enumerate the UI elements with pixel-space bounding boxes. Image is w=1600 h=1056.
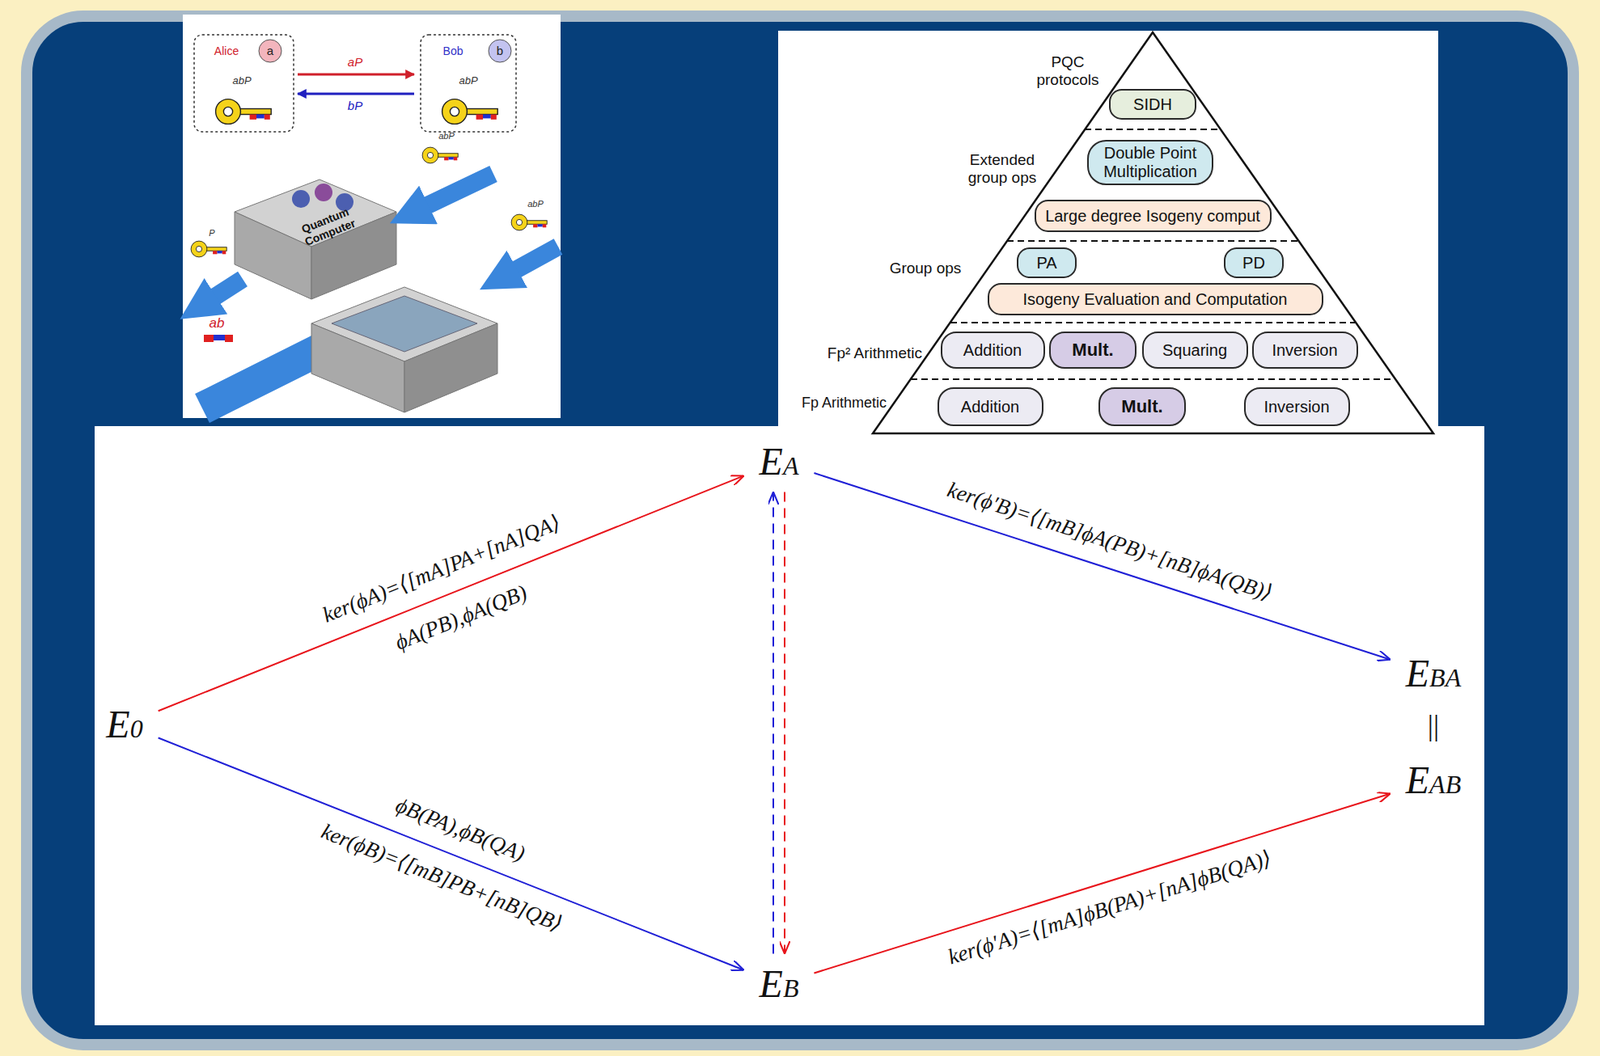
node-text: EB [759, 963, 800, 1007]
operation-box: PA [1016, 247, 1077, 279]
message-label: bP [347, 98, 363, 113]
operation-box: Isogeny Evaluation and Computation [987, 283, 1324, 316]
isogeny-arrow [813, 473, 1390, 661]
key-label: abP [458, 75, 478, 88]
layer-divider [950, 321, 1355, 324]
isogeny-arrow [158, 475, 745, 712]
operation-box: Double Point Multiplication [1087, 139, 1214, 186]
secret-circle [488, 39, 512, 63]
exchange-arrow [297, 93, 415, 96]
node-text: Addition [960, 397, 1020, 417]
layer-divider [910, 378, 1395, 381]
key-icon [511, 214, 547, 231]
node-text: Isogeny Evaluation and Computation [1023, 290, 1288, 309]
party-name: Alice [214, 44, 239, 58]
arithmetic-box: Addition [937, 387, 1044, 427]
secret-symbol: b [496, 43, 504, 58]
pyramid [872, 32, 1434, 434]
flow-arrow [509, 246, 559, 274]
layer-label: Fp² Arithmetic [827, 344, 923, 363]
pyramid-ground [778, 30, 1439, 434]
exchange-arrow [297, 73, 415, 77]
arithmetic-box: Inversion [1244, 387, 1351, 427]
qubit [314, 183, 333, 202]
key-teeth [203, 334, 214, 343]
layer-divider [1084, 128, 1221, 131]
node-text: SIDH [1133, 95, 1173, 115]
secret-circle [258, 39, 282, 63]
key-teeth [224, 334, 233, 343]
curve-node: E0 [95, 699, 153, 751]
equality-mark: || [1427, 709, 1440, 743]
device-label: Quantum Computer [292, 202, 363, 251]
node-text: Mult. [1071, 339, 1114, 360]
node-text: Inversion [1271, 341, 1338, 360]
key-icon [215, 99, 272, 125]
curve-node: EB [749, 959, 810, 1011]
computer-side [404, 323, 498, 413]
secret-symbol: a [266, 43, 274, 58]
node-text: EBA [1405, 652, 1461, 696]
key-teeth [213, 334, 225, 341]
layer-divider [1007, 240, 1299, 242]
arithmetic-box: Inversion [1252, 331, 1359, 369]
key-icon [422, 147, 458, 164]
arithmetic-box: Mult. [1049, 331, 1137, 369]
dashed-arrow [772, 491, 775, 954]
layer-label: Fp Arithmetic [801, 394, 887, 412]
isogeny-arrow [158, 738, 745, 971]
key-label: ab [209, 315, 225, 332]
layer-label: PQC protocols [1027, 53, 1109, 89]
node-text: Mult. [1121, 396, 1163, 417]
party-name: Bob [443, 44, 464, 58]
key-icon [190, 241, 227, 258]
layer-label: Group ops [889, 259, 962, 278]
key-label: P [208, 228, 215, 239]
key-label: abP [438, 131, 455, 142]
node-text: E0 [105, 703, 143, 747]
node-text: EAB [1405, 759, 1461, 803]
node-text: PA [1036, 253, 1057, 273]
alice-box [194, 34, 294, 132]
operation-box: PD [1223, 247, 1284, 279]
node-text: EA [759, 440, 800, 484]
operation-box: Large degree Isogeny comput [1034, 199, 1272, 233]
curve-node: EAB [1395, 755, 1472, 807]
qubit [292, 190, 310, 208]
dashed-arrow [783, 491, 786, 954]
key-label: abP [527, 198, 544, 210]
computer-side [311, 323, 405, 413]
arithmetic-box: Addition [940, 331, 1046, 369]
curve-node: EBA [1395, 648, 1472, 700]
isogeny-arrow [813, 794, 1390, 974]
message-label: aP [347, 55, 363, 69]
edge-label: ker(ϕA)=⟨[mA]PA+[nA]QA⟩ [318, 511, 563, 629]
node-text: Inversion [1263, 397, 1330, 417]
flow-arrow [420, 173, 494, 209]
edge-label: ker(ϕB)=⟨[mB]PB+[nB]QB⟩ [317, 820, 566, 938]
key-icon [442, 99, 499, 125]
bob-box [420, 34, 517, 132]
curve-node: EA [749, 436, 810, 488]
node-text: PD [1242, 253, 1266, 273]
diagram-ground [94, 426, 1485, 1026]
node-text: Large degree Isogeny comput [1045, 207, 1261, 226]
flow-arrow [208, 279, 243, 301]
node-text: Addition [963, 341, 1022, 360]
edge-label: ker(ϕ′A)=⟨[mA]ϕB(PA)+[nA]ϕB(QA)⟩ [945, 846, 1275, 970]
arithmetic-box: Squaring [1142, 331, 1249, 369]
edge-label: ker(ϕ′B)=⟨[mB]ϕA(PB)+[nB]ϕA(QB)⟩ [944, 478, 1276, 606]
illustration-ground [182, 14, 561, 419]
node-text: Double Point Multiplication [1088, 143, 1212, 182]
arithmetic-box: Mult. [1098, 387, 1186, 427]
protocol-box: SIDH [1108, 88, 1197, 120]
node-text: Squaring [1162, 341, 1228, 360]
layer-label: Extended group ops [957, 151, 1047, 187]
key-label: abP [232, 75, 251, 88]
